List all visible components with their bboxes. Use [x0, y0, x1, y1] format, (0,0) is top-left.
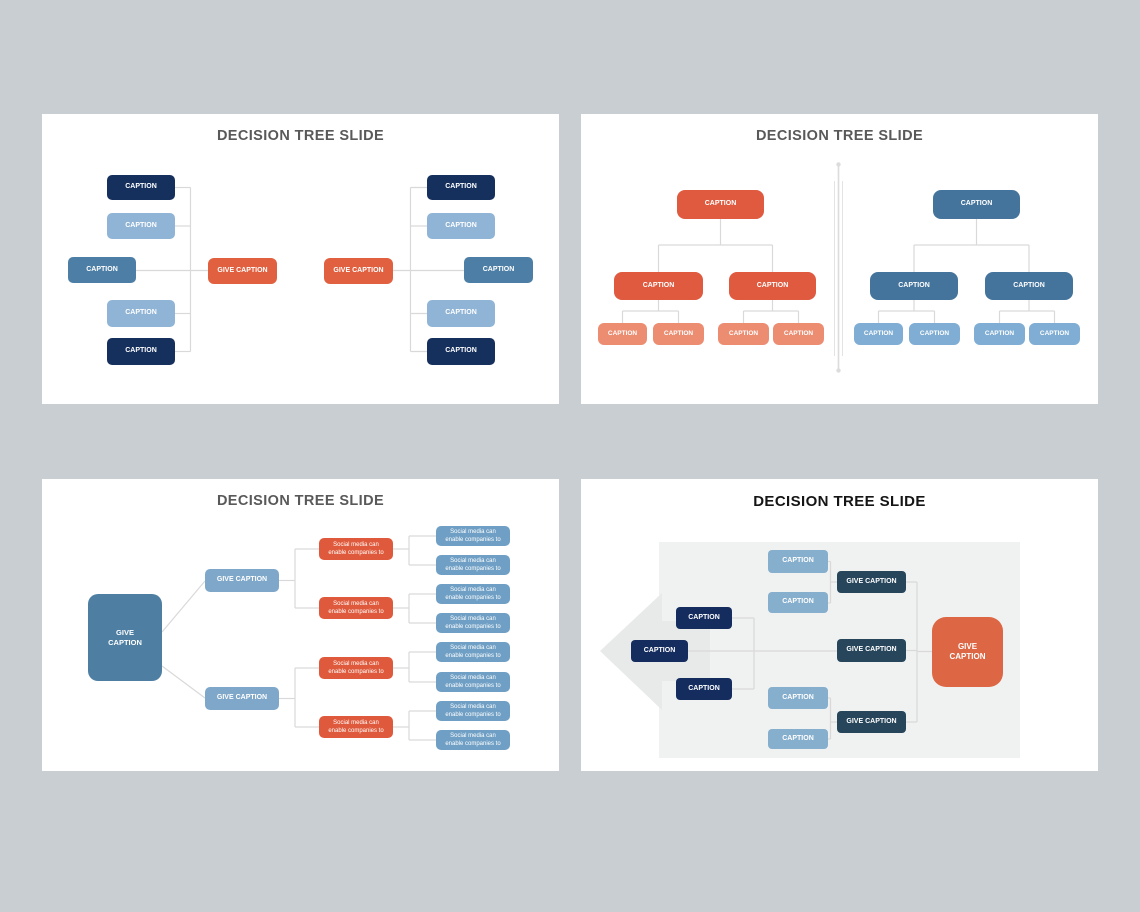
caption-node: CAPTION: [653, 323, 704, 345]
caption-node: CAPTION: [107, 213, 175, 239]
caption-node: CAPTION: [107, 300, 175, 327]
caption-node: CAPTION: [464, 257, 533, 283]
give-caption-node: GIVE CAPTION: [837, 711, 906, 733]
social-media-node: Social media can enable companies to: [319, 597, 393, 619]
caption-node: CAPTION: [909, 323, 960, 345]
caption-node: CAPTION: [974, 323, 1025, 345]
social-media-leaf-node: Social media can enable companies to: [436, 642, 510, 662]
caption-node: CAPTION: [718, 323, 769, 345]
social-media-node: Social media can enable companies to: [319, 538, 393, 560]
caption-node: CAPTION: [427, 300, 495, 327]
social-media-leaf-node: Social media can enable companies to: [436, 555, 510, 575]
caption-node: CAPTION: [768, 687, 828, 709]
caption-node: CAPTION: [676, 678, 732, 700]
caption-node: CAPTION: [985, 272, 1073, 300]
caption-node: CAPTION: [729, 272, 816, 300]
caption-node: CAPTION: [933, 190, 1020, 219]
give-caption-node: GIVE CAPTION: [208, 258, 277, 284]
caption-node: CAPTION: [427, 175, 495, 200]
give-caption-node: GIVE CAPTION: [837, 639, 906, 662]
give-caption-root-node: GIVE CAPTION: [932, 617, 1003, 687]
slide-title: DECISION TREE SLIDE: [216, 128, 385, 144]
caption-node: CAPTION: [854, 323, 903, 345]
social-media-leaf-node: Social media can enable companies to: [436, 613, 510, 633]
caption-node: CAPTION: [427, 213, 495, 239]
give-caption-node: GIVE CAPTION: [837, 571, 906, 593]
give-caption-node: GIVE CAPTION: [205, 569, 279, 592]
slide-title: DECISION TREE SLIDE: [755, 128, 924, 144]
social-media-leaf-node: Social media can enable companies to: [436, 701, 510, 721]
slide-title: DECISION TREE SLIDE: [216, 493, 385, 509]
slide-3-thumbnail[interactable]: DECISION TREE SLIDE GIVE CAPTION GIVE CA…: [42, 479, 559, 771]
give-caption-node: GIVE CAPTION: [324, 258, 393, 284]
slide-2-thumbnail[interactable]: DECISION TREE SLIDE CAPTION CAPTION CAPT…: [581, 114, 1098, 404]
give-caption-root-node: GIVE CAPTION: [88, 594, 162, 681]
social-media-node: Social media can enable companies to: [319, 657, 393, 679]
caption-node: CAPTION: [870, 272, 958, 300]
caption-node: CAPTION: [676, 607, 732, 629]
caption-node: CAPTION: [68, 257, 136, 283]
caption-node: CAPTION: [768, 550, 828, 573]
caption-node: CAPTION: [427, 338, 495, 365]
slide-title: DECISION TREE SLIDE: [753, 493, 926, 510]
connector-lines: [136, 186, 464, 353]
caption-node: CAPTION: [631, 640, 688, 662]
caption-node: CAPTION: [107, 175, 175, 200]
social-media-node: Social media can enable companies to: [319, 716, 393, 738]
connector-lines: [161, 535, 436, 741]
caption-node: CAPTION: [107, 338, 175, 365]
caption-node: CAPTION: [598, 323, 647, 345]
caption-node: CAPTION: [677, 190, 764, 219]
caption-node: CAPTION: [768, 592, 828, 613]
slide-1-thumbnail[interactable]: DECISION TREE SLIDE CAPTION CAPTION CAPT…: [42, 114, 559, 404]
slide-4-thumbnail[interactable]: DECISION TREE SLIDE CAPTION CAPTION CAPT…: [581, 479, 1098, 771]
connector-lines: [621, 162, 1056, 373]
give-caption-node: GIVE CAPTION: [205, 687, 279, 710]
caption-node: CAPTION: [1029, 323, 1080, 345]
caption-node: CAPTION: [614, 272, 703, 300]
social-media-leaf-node: Social media can enable companies to: [436, 730, 510, 750]
social-media-leaf-node: Social media can enable companies to: [436, 584, 510, 604]
social-media-leaf-node: Social media can enable companies to: [436, 526, 510, 546]
caption-node: CAPTION: [768, 729, 828, 749]
social-media-leaf-node: Social media can enable companies to: [436, 672, 510, 692]
caption-node: CAPTION: [773, 323, 824, 345]
divider-line: [834, 162, 843, 373]
